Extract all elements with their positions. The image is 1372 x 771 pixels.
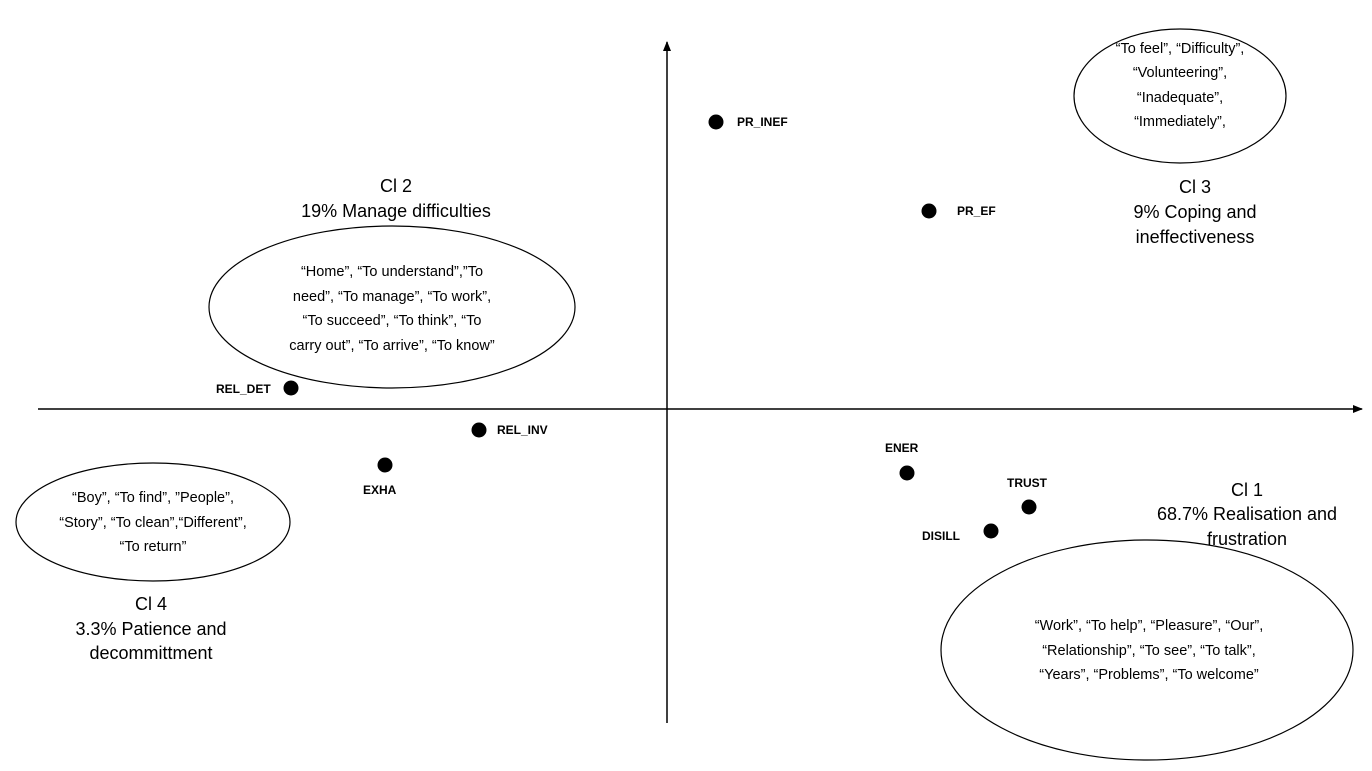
point-pr-inef: PR_INEF: [708, 114, 788, 130]
cl2-word-line: “To succeed”, “To think”, “To: [303, 313, 482, 329]
cl4-description-line: decommittment: [89, 643, 212, 663]
cl3-description-line: 9% Coping and: [1133, 202, 1256, 222]
cl1-word-line: “Years”, “Problems”, “To welcome”: [1039, 667, 1259, 683]
cl3-word-line: “Inadequate”,: [1137, 90, 1223, 106]
point-marker: [1021, 499, 1037, 515]
cl2-word-ellipse: [208, 225, 576, 389]
point-marker: [377, 457, 393, 473]
cl1-word-ellipse: [940, 539, 1354, 761]
point-label: EXHA: [363, 483, 397, 497]
point-marker: [708, 114, 724, 130]
cl3-word-line: “To feel”, “Difficulty”,: [1116, 41, 1245, 57]
cl3-word-line: “Volunteering”,: [1133, 65, 1227, 81]
cl4-words: “Boy”, “To find”, ”People”, “Story”, “To…: [59, 490, 246, 555]
cl2-word-line: “Home”, “To understand”,”To: [301, 264, 483, 280]
cl4-word-line: “To return”: [120, 539, 187, 555]
cl1-word-line: “Relationship”, “To see”, “To talk”,: [1042, 643, 1256, 659]
point-label: REL_DET: [216, 382, 271, 396]
point-marker: [983, 523, 999, 539]
point-ener: ENER: [885, 441, 919, 481]
cl3-title: Cl 3: [1179, 177, 1211, 197]
point-rel-det: REL_DET: [216, 380, 299, 396]
cl4-title: Cl 4: [135, 594, 167, 614]
point-exha: EXHA: [363, 457, 397, 497]
cl2-title: Cl 2: [380, 176, 412, 196]
cl1-description-line: frustration: [1207, 529, 1287, 549]
point-rel-inv: REL_INV: [471, 422, 548, 438]
point-marker: [899, 465, 915, 481]
point-disill: DISILL: [922, 523, 999, 543]
cl4-word-ellipse: [15, 462, 291, 582]
point-label: REL_INV: [497, 423, 548, 437]
point-label: PR_INEF: [737, 115, 788, 129]
point-label: TRUST: [1007, 476, 1048, 490]
cl1-title: Cl 1: [1231, 480, 1263, 500]
cl1-words: “Work”, “To help”, “Pleasure”, “Our”, “R…: [1035, 618, 1264, 683]
point-marker: [283, 380, 299, 396]
point-label: PR_EF: [957, 204, 996, 218]
cl1-word-line: “Work”, “To help”, “Pleasure”, “Our”,: [1035, 618, 1264, 634]
point-marker: [921, 203, 937, 219]
cl2-word-line: carry out”, “To arrive”, “To know”: [289, 338, 495, 354]
point-trust: TRUST: [1007, 476, 1048, 515]
cl2-words: “Home”, “To understand”,”To need”, “To m…: [289, 264, 495, 354]
cl1-description-line: 68.7% Realisation and: [1157, 504, 1337, 524]
cl2-word-line: need”, “To manage”, “To work”,: [293, 289, 491, 305]
point-label: DISILL: [922, 529, 960, 543]
cl4-description-line: 3.3% Patience and: [75, 619, 226, 639]
cl4-word-line: “Story”, “To clean”,“Different”,: [59, 515, 246, 531]
point-marker: [471, 422, 487, 438]
cl4-word-line: “Boy”, “To find”, ”People”,: [72, 490, 234, 506]
point-pr-ef: PR_EF: [921, 203, 996, 219]
cl2-description-line: 19% Manage difficulties: [301, 201, 491, 221]
cl3-words: “To feel”, “Difficulty”, “Volunteering”,…: [1116, 41, 1245, 130]
point-label: ENER: [885, 441, 919, 455]
cl3-description-line: ineffectiveness: [1136, 227, 1255, 247]
cl3-word-ellipse: [1073, 28, 1287, 164]
cl3-word-line: “Immediately”,: [1134, 114, 1226, 130]
